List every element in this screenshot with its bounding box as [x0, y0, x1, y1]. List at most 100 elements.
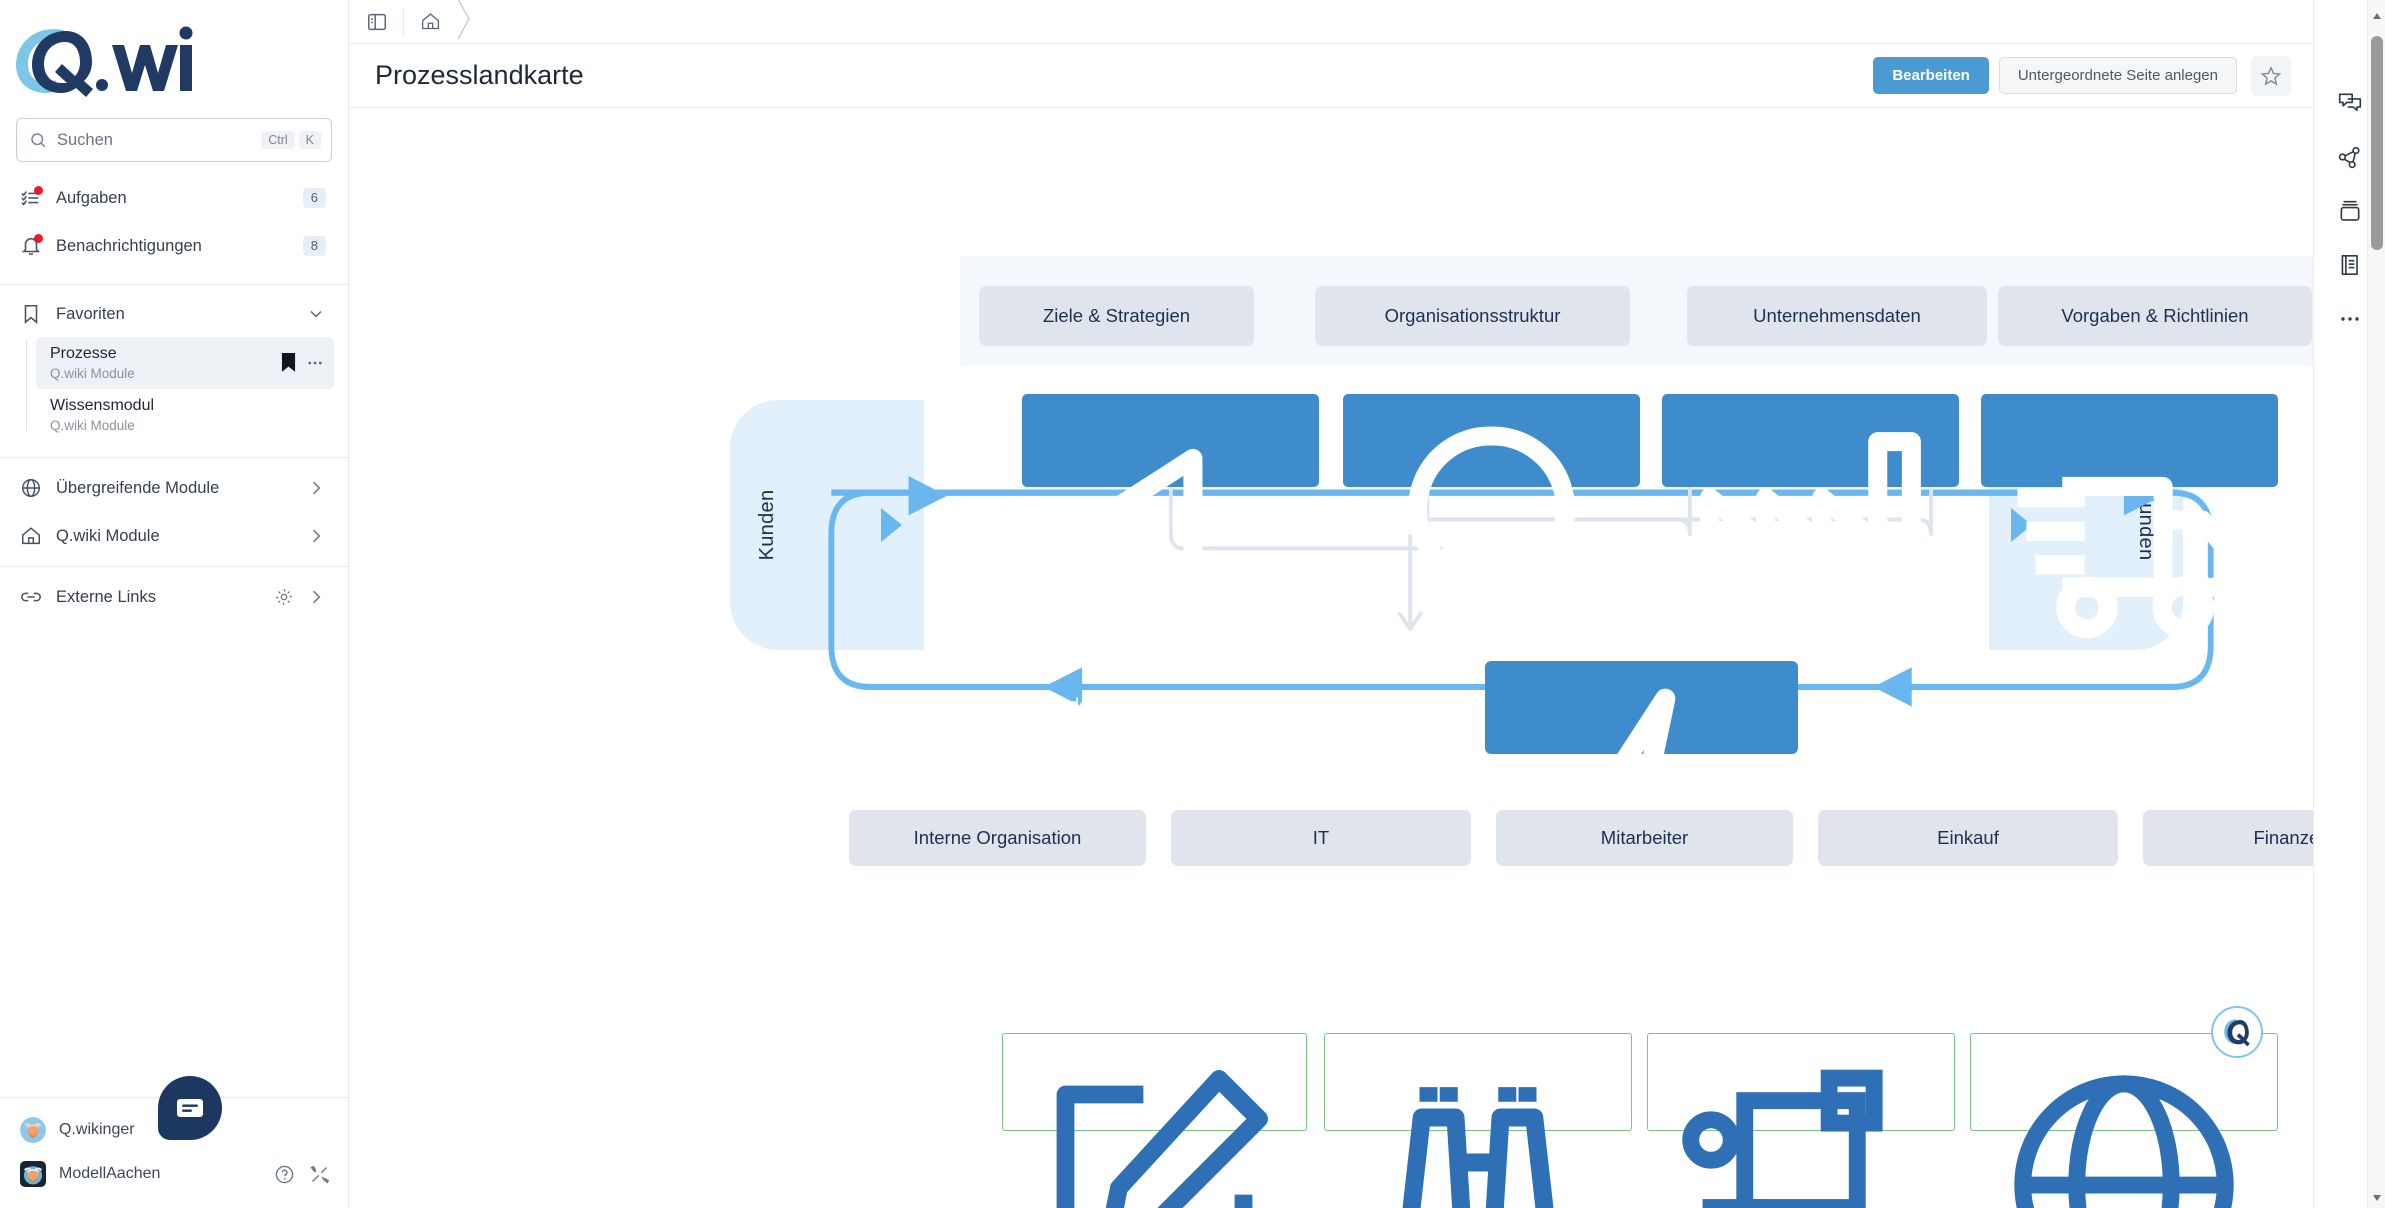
- chevron-right-icon: [306, 478, 326, 498]
- support-box-mitarbeiter[interactable]: Mitarbeiter: [1496, 810, 1793, 866]
- qwiki-logo[interactable]: [0, 0, 348, 118]
- sidebar-item-label: Übergreifende Module: [56, 478, 220, 497]
- favoriten-label: Favoriten: [56, 304, 125, 323]
- edit-button[interactable]: Bearbeiten: [1873, 57, 1989, 94]
- link-card-switch-to-english[interactable]: Switch to english version: [1970, 1033, 2278, 1208]
- support-box-finanzen[interactable]: Finanzen: [2143, 810, 2313, 866]
- bell-icon: [20, 234, 43, 257]
- user-name: ModellAachen: [59, 1165, 161, 1182]
- divider: [0, 284, 348, 285]
- box-label: IT: [1312, 827, 1330, 848]
- link-card-mit-kolleginnen-starten[interactable]: Mit Kolleg*innen starten: [1002, 1033, 1307, 1208]
- search-placeholder: Suchen: [57, 130, 113, 149]
- sidebar-item-benachrichtigungen[interactable]: Benachrichtigungen 8: [0, 222, 348, 270]
- sidebar-section-favoriten[interactable]: Favoriten: [0, 291, 348, 337]
- bookmark-icon: [20, 303, 42, 325]
- link-card-produkt-videos[interactable]: Produkt Videos: [1324, 1033, 1632, 1208]
- management-box-vorgaben-richtlinien[interactable]: Vorgaben & Richtlinien: [1998, 286, 2312, 346]
- box-label: Kunden gewinnen: [1036, 694, 1185, 715]
- chevron-right-icon: [306, 587, 326, 607]
- favorite-item-prozesse[interactable]: Prozesse Q.wiki Module: [36, 337, 334, 389]
- archive-box-icon[interactable]: [2327, 188, 2373, 234]
- sidebar-item-externe-links[interactable]: Externe Links: [0, 573, 348, 621]
- sidebar-item-uebergreifende-module[interactable]: Übergreifende Module: [0, 464, 348, 512]
- box-label: Interne Organisation: [913, 827, 1082, 848]
- scroll-up-icon[interactable]: [2372, 8, 2382, 19]
- breadcrumb: [349, 0, 2313, 44]
- home-breadcrumb-icon[interactable]: [410, 2, 450, 42]
- management-box-organisationsstruktur[interactable]: Organisationsstruktur: [1315, 286, 1630, 346]
- bookmark-filled-icon[interactable]: [281, 353, 296, 372]
- link-card-konzern-holding[interactable]: Konzern & Holding: [1647, 1033, 1955, 1208]
- box-label: Finanzen: [2253, 827, 2313, 848]
- sidebar-toggle-icon[interactable]: [357, 2, 397, 42]
- breadcrumb-separator-icon: [452, 0, 476, 46]
- favoriten-children: Prozesse Q.wiki Module Wissensmodul Q.wi…: [0, 337, 348, 441]
- search-shortcut-key: K: [298, 130, 321, 150]
- gear-icon[interactable]: [274, 587, 294, 607]
- avatar: [20, 1161, 46, 1187]
- comments-icon[interactable]: [2327, 80, 2373, 126]
- tools-icon[interactable]: [309, 1164, 330, 1185]
- sidebar-item-label: Q.wiki Module: [56, 526, 160, 545]
- process-map-diagram: Ziele & Strategien Organisationsstruktur…: [349, 108, 2313, 1208]
- page-header: Prozesslandkarte Bearbeiten Untergeordne…: [349, 44, 2313, 108]
- customer-label-left: Kunden: [756, 489, 778, 561]
- box-label: Einkauf: [1937, 827, 1999, 848]
- core-process-produkt-entwickeln[interactable]: Produkt entwickeln: [1343, 394, 1640, 715]
- star-icon[interactable]: [2251, 55, 2291, 96]
- tasks-icon: [20, 186, 43, 209]
- qwiki-logo-icon: [16, 26, 193, 97]
- scrollbar-thumb[interactable]: [2371, 36, 2383, 250]
- improvement-box-kontinuierlich-verbessern[interactable]: Kontinuierlich verbessern: [1485, 661, 1798, 998]
- support-box-interne-organisation[interactable]: Interne Organisation: [849, 810, 1146, 866]
- favorite-subtitle: Q.wiki Module: [50, 418, 135, 433]
- box-label: Organisationsstruktur: [1384, 305, 1561, 326]
- box-label: Mitarbeiter: [1600, 827, 1689, 848]
- delivery-truck-icon: [1995, 476, 2264, 681]
- page-scrollbar[interactable]: [2367, 0, 2385, 1208]
- chevron-down-icon[interactable]: [306, 304, 326, 324]
- link-icon: [20, 586, 42, 608]
- divider: [0, 566, 348, 567]
- main-content: Prozesslandkarte Bearbeiten Untergeordne…: [349, 0, 2313, 1208]
- user-row-qwikinger[interactable]: Q.wikinger: [0, 1108, 348, 1152]
- customer-arrow-left-icon: [881, 508, 902, 542]
- core-process-produkt-produzieren[interactable]: Produkt produzieren: [1662, 394, 1959, 715]
- tasks-badge-dot: [34, 186, 43, 195]
- search-icon: [31, 133, 46, 148]
- sidebar-item-qwiki-module[interactable]: Q.wiki Module: [0, 512, 348, 560]
- home-icon: [20, 525, 42, 547]
- tasks-count: 6: [302, 187, 326, 209]
- support-box-it[interactable]: IT: [1171, 810, 1471, 866]
- search-input[interactable]: Suchen Ctrl K: [16, 118, 332, 162]
- support-box-einkauf[interactable]: Einkauf: [1818, 810, 2118, 866]
- qwiki-fab-icon: [2224, 1019, 2250, 1047]
- core-process-produkt-liefern[interactable]: Produkt liefern: [1981, 394, 2278, 715]
- management-box-ziele-strategien[interactable]: Ziele & Strategien: [979, 286, 1254, 346]
- qwiki-logo-fab[interactable]: [2211, 1006, 2263, 1058]
- favorite-title: Prozesse: [50, 345, 117, 362]
- notifications-count: 8: [302, 235, 326, 257]
- management-box-unternehmensdaten[interactable]: Unternehmensdaten: [1687, 286, 1987, 346]
- book-icon[interactable]: [2327, 242, 2373, 288]
- notifications-badge-dot: [34, 234, 43, 243]
- box-label: Unternehmensdaten: [1753, 305, 1921, 326]
- create-subpage-button[interactable]: Untergeordnete Seite anlegen: [1998, 57, 2237, 94]
- sidebar: Suchen Ctrl K Aufgaben 6: [0, 0, 349, 1208]
- factory-icon: [1676, 432, 1945, 681]
- favorite-item-wissensmodul[interactable]: Wissensmodul Q.wiki Module: [36, 389, 334, 441]
- user-row-modellaachen[interactable]: ModellAachen: [0, 1152, 348, 1196]
- chat-widget-button[interactable]: [158, 1076, 222, 1140]
- more-options-icon[interactable]: [2327, 296, 2373, 342]
- core-process-kunden-gewinnen[interactable]: Kunden gewinnen: [1022, 394, 1319, 715]
- sidebar-footer: Q.wikinger ModellAachen: [0, 1097, 348, 1208]
- share-network-icon[interactable]: [2327, 134, 2373, 180]
- sidebar-item-aufgaben[interactable]: Aufgaben 6: [0, 174, 348, 222]
- lightning-bolt-icon: [1499, 688, 1784, 964]
- help-icon[interactable]: [274, 1164, 295, 1185]
- more-options-icon[interactable]: [306, 354, 324, 372]
- scroll-down-icon[interactable]: [2372, 1190, 2382, 1201]
- divider: [0, 457, 348, 458]
- divider: [403, 7, 404, 36]
